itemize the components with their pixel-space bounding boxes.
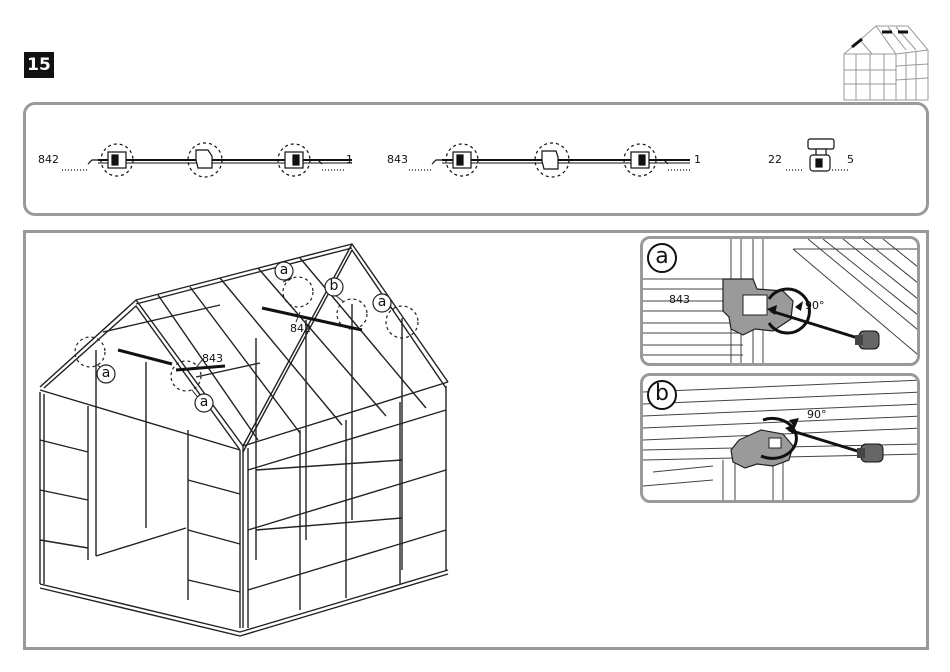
detail-a-panel: a 843 90° [640, 236, 920, 366]
label-843: 843 [202, 352, 223, 365]
callout-a-3: a [278, 262, 290, 278]
detail-a-label: a [647, 243, 677, 273]
part-843-number: 843 [387, 153, 408, 166]
label-842: 842 [290, 322, 311, 335]
step-number-badge: 15 [24, 52, 54, 78]
detail-b-label: b [647, 380, 677, 410]
callout-a-2: a [198, 394, 210, 410]
detail-a-angle: 90° [805, 299, 825, 312]
detail-a-part: 843 [669, 293, 690, 306]
greenhouse-overview-icon [836, 20, 932, 104]
callout-b: b [328, 278, 340, 294]
part-842-number: 842 [38, 153, 59, 166]
part-843-quantity: 1 [694, 153, 701, 166]
part-22-number: 22 [768, 153, 782, 166]
callout-a-1: a [100, 365, 112, 381]
part-22-quantity: 5 [847, 153, 854, 166]
detail-b-illustration [643, 376, 920, 503]
detail-b-panel: b 90° [640, 373, 920, 503]
part-842-quantity: 1 [346, 153, 353, 166]
step-number: 15 [27, 55, 51, 75]
parts-panel [23, 102, 929, 216]
callout-a-4: a [376, 294, 388, 310]
detail-b-angle: 90° [807, 408, 827, 421]
